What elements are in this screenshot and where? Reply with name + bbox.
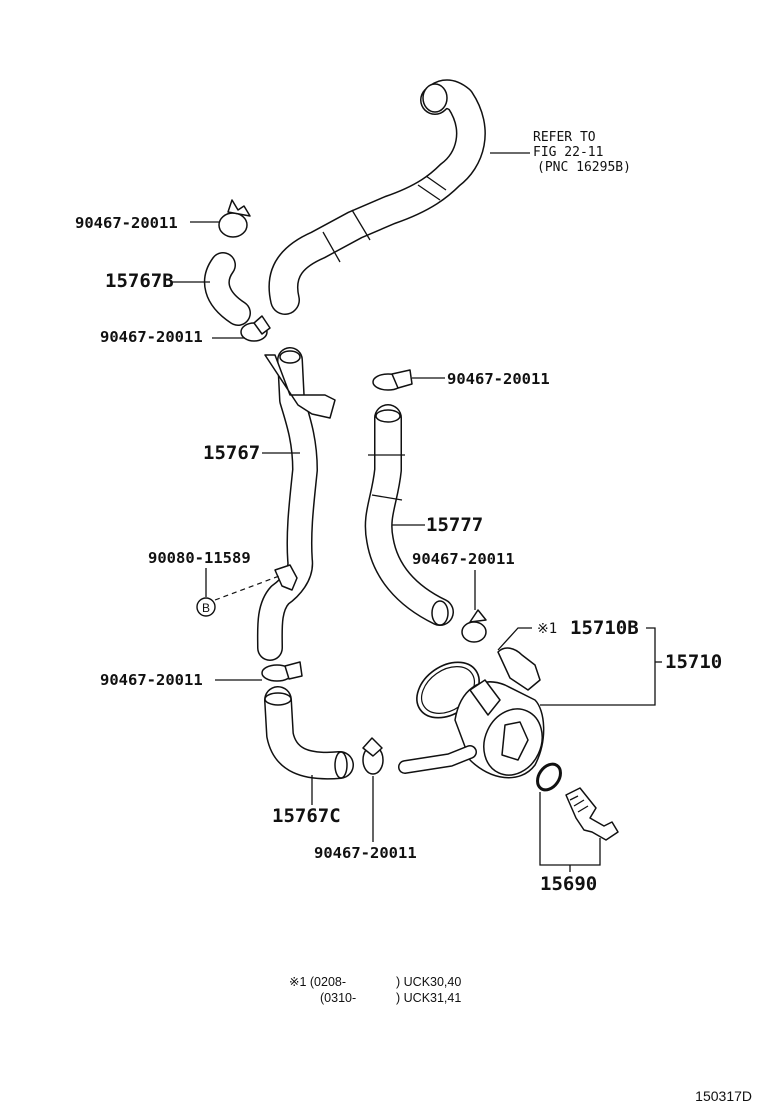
figure-id: 150317D [695, 1088, 752, 1104]
clamp-mid-left-label: 90467-20011 [100, 328, 203, 346]
washer [536, 762, 562, 792]
footnote-line1-b: ) UCK30,40 [396, 975, 461, 989]
hose-15767b [203, 252, 251, 326]
clamp-right-mid-label: 90467-20011 [412, 550, 515, 568]
hose-15767-label: 15767 [203, 442, 260, 464]
bolt-dashed-leader [214, 574, 283, 601]
hose-15777-label: 15777 [426, 514, 483, 536]
footnote-line2-a: (0310- [320, 991, 356, 1005]
clamp-top-left-label: 90467-20011 [75, 214, 178, 232]
clamp-lower-left-label: 90467-20011 [100, 671, 203, 689]
footnote-line1-a: ※1 (0208- [289, 975, 346, 989]
cooler-15710-label: 15710 [665, 651, 722, 673]
cooler-15710b-label: 15710B [570, 617, 639, 639]
cooler-15710-bracket [540, 627, 656, 706]
star-marker-label: ※1 [537, 621, 557, 637]
refer-line-3: (PNC 16295B) [537, 160, 631, 175]
refer-line-2: FIG 22-11 [533, 145, 603, 160]
bolt-marker-label: B [202, 601, 210, 615]
star-leader [497, 627, 532, 651]
part-15690-assembly [536, 762, 619, 841]
hose-clamp-right-upper [372, 369, 413, 391]
hose-15767b-label: 15767B [105, 270, 174, 292]
upper-hose-refer-fig [268, 79, 486, 315]
hose-15767c-label: 15767C [272, 805, 341, 827]
part-15690-label: 15690 [540, 873, 597, 895]
bolt-90080-label: 90080-11589 [148, 549, 251, 567]
hose-clamp-right-mid [461, 609, 487, 643]
refer-line-1: REFER TO [533, 130, 596, 145]
hose-15767 [256, 347, 336, 661]
oil-cooler-assembly [398, 647, 545, 779]
hose-15767c [264, 686, 354, 780]
footnote-line2-b: ) UCK31,41 [396, 991, 461, 1005]
clamp-right-upper-label: 90467-20011 [447, 370, 550, 388]
hose-clamp-mid-left [240, 315, 271, 342]
clamp-bottom-label: 90467-20011 [314, 844, 417, 862]
hose-clamp-bottom [362, 737, 384, 775]
hose-15777 [364, 404, 454, 626]
hose-clamp-top-left [218, 199, 251, 238]
hose-clamp-lower-left [261, 661, 303, 682]
bolt-marker-circle [196, 597, 216, 617]
